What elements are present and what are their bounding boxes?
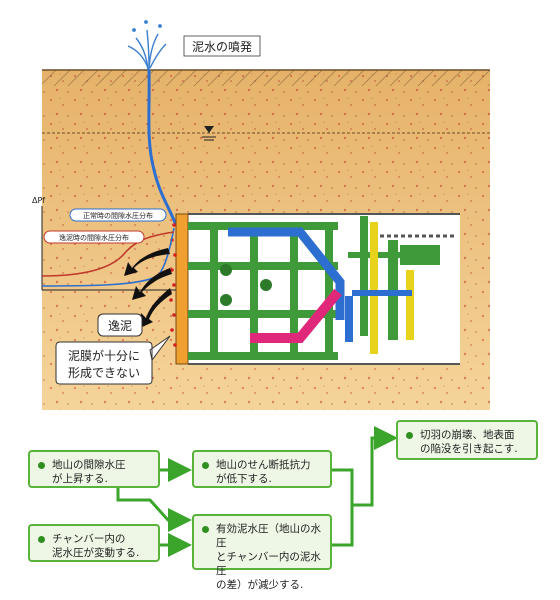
eruption-spray-icon <box>127 20 167 71</box>
bullet-icon <box>406 432 413 439</box>
tunnel-interior <box>188 214 460 364</box>
escape-pore-label: 逸泥時の間隙水圧分布 <box>59 233 129 242</box>
water-table-icon <box>202 126 216 141</box>
pipe-blue <box>228 227 345 320</box>
flow-box-effective-pressure-decrease: 有効泥水圧（地山の水圧 とチャンバー内の泥水圧 の差）が減少する. <box>192 514 332 591</box>
eruption-label: 泥水の噴発 <box>192 40 252 54</box>
flow-box-text: 地山のせん断抵抗力 が低下する. <box>216 459 311 485</box>
bullet-icon <box>38 462 45 469</box>
escape-pore-curve <box>41 231 175 277</box>
seepage-path <box>147 69 178 226</box>
pipe-yellow-2 <box>406 270 414 340</box>
flow-box-shear-resistance-drop: 地山のせん断抵抗力 が低下する. <box>192 450 332 488</box>
pressure-arrows <box>124 248 172 328</box>
membrane-label-line1: 泥膜が十分に <box>68 348 140 363</box>
flow-box-text: 地山の間隙水圧 が上昇する. <box>52 459 126 485</box>
flow-box-chamber-pressure-fluctuation: チャンバー内の 泥水圧が変動する. <box>28 524 160 562</box>
cutter-face <box>175 213 189 365</box>
flow-box-pore-pressure-rise: 地山の間隙水圧 が上昇する. <box>28 450 160 488</box>
bullet-icon <box>202 462 209 469</box>
membrane-label-line2: 形成できない <box>68 366 140 380</box>
flow-box-text: チャンバー内の 泥水圧が変動する. <box>52 533 140 559</box>
pipe-yellow-1 <box>370 222 378 354</box>
membrane-callout <box>55 335 171 385</box>
surface-hatch <box>42 70 490 86</box>
normal-pore-label: 正常時の間隙水圧分布 <box>83 211 153 220</box>
flow-box-face-collapse: 切羽の崩壊、地表面 の陥没を引き起こす. <box>396 420 538 460</box>
pipe-magenta <box>250 288 342 343</box>
bullet-icon <box>38 536 45 543</box>
delta-pf-label: ΔPf <box>32 196 45 205</box>
flow-connectors <box>116 426 398 557</box>
flow-box-text: 有効泥水圧（地山の水圧 とチャンバー内の泥水圧 の差）が減少する. <box>216 523 321 591</box>
escape-label: 逸泥 <box>108 319 132 333</box>
bullet-icon <box>202 526 209 533</box>
flow-box-text: 切羽の崩壊、地表面 の陥没を引き起こす. <box>420 429 518 455</box>
